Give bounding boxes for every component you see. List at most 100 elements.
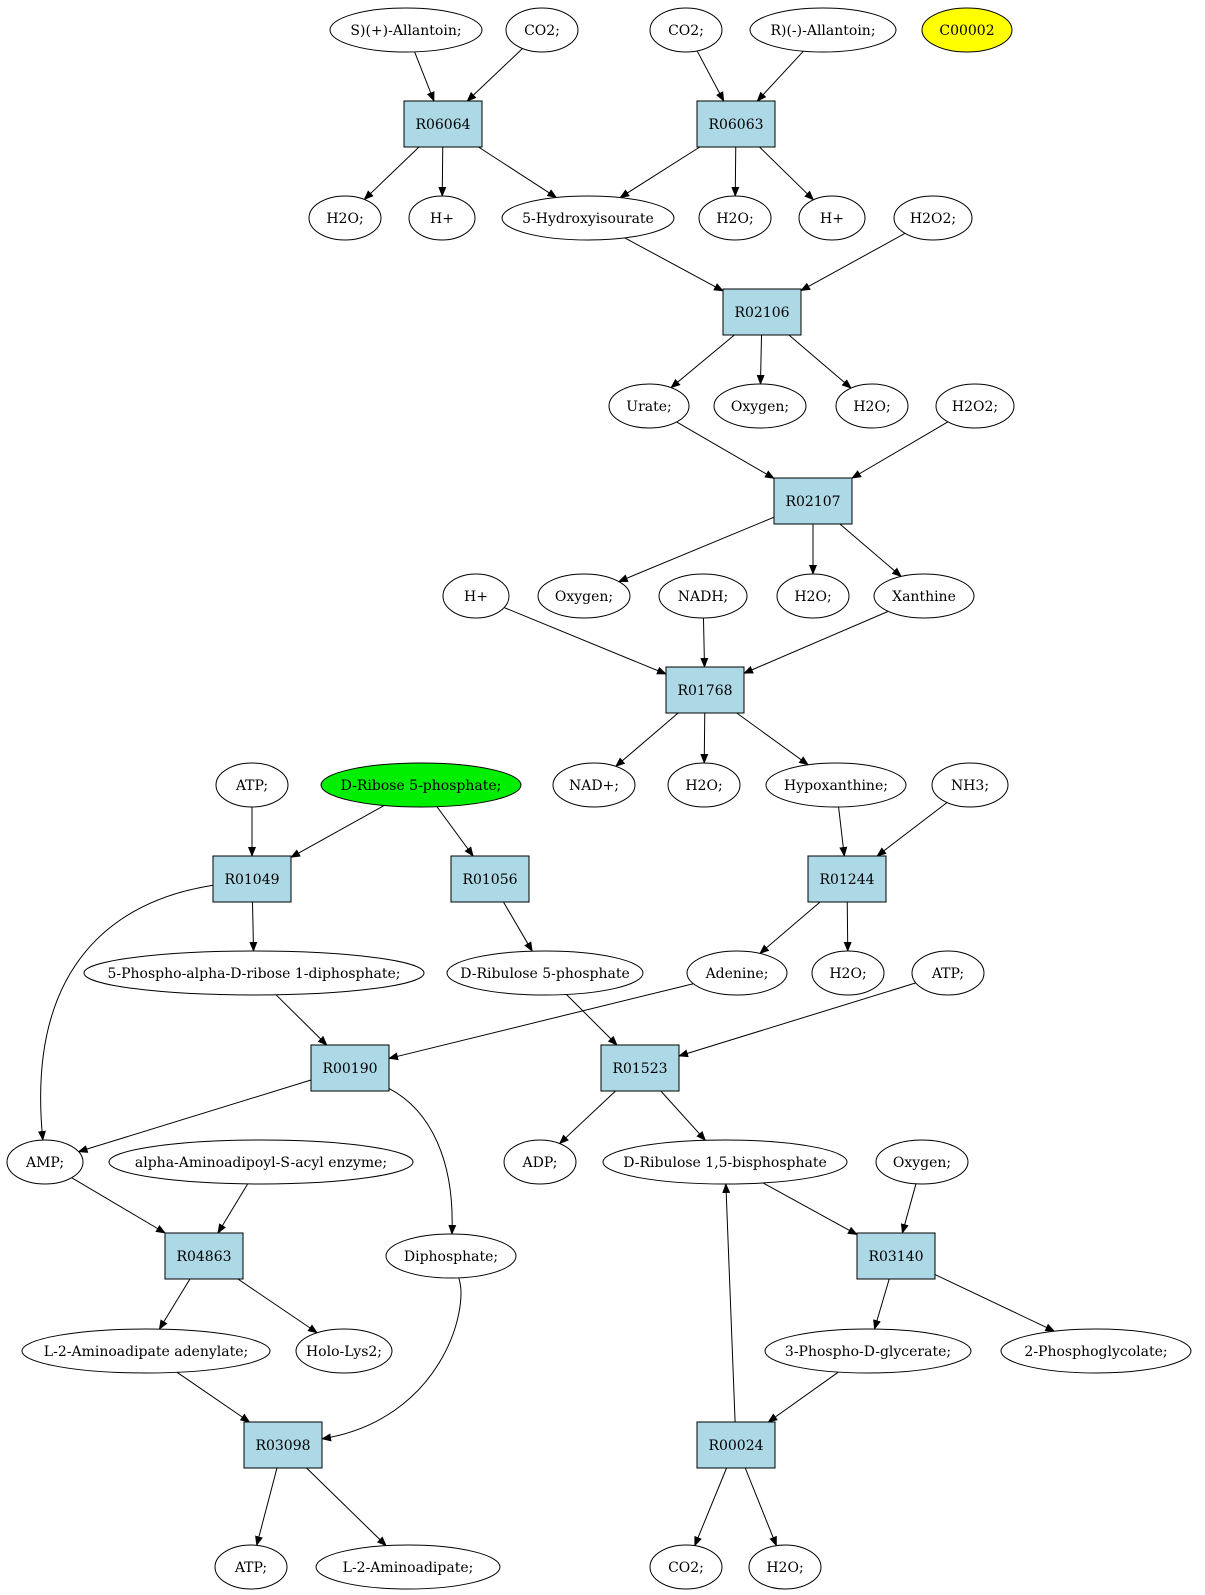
edge-arrow — [503, 901, 533, 953]
compound-label: D-Ribulose 5-phosphate — [460, 966, 630, 982]
edge-arrow — [759, 146, 815, 201]
compound-node-prpp[interactable]: 5-Phospho-alpha-D-ribose 1-diphosphate; — [83, 950, 425, 996]
compound-node-oxygen-b[interactable]: Oxygen; — [537, 573, 631, 619]
compound-node-hypoxanthine[interactable]: Hypoxanthine; — [765, 762, 907, 808]
reaction-label: R01523 — [612, 1061, 667, 1077]
compound-node-hydroxyisourate[interactable]: 5-Hydroxyisourate — [501, 195, 675, 241]
edge-r-r01244-to-c-h2o-f — [843, 901, 852, 952]
compound-node-2pglycolate[interactable]: 2-Phosphoglycolate; — [1000, 1328, 1192, 1374]
compound-node-co2-c[interactable]: CO2; — [649, 1544, 723, 1590]
edge-arrow — [466, 48, 523, 102]
compound-ellipse — [798, 195, 866, 241]
compound-node-adenine[interactable]: Adenine; — [686, 950, 788, 996]
reaction-node-r01056[interactable]: R01056 — [450, 855, 530, 903]
compound-node-c00002[interactable]: C00002 — [921, 7, 1013, 53]
compound-node-r-allantoin[interactable]: R)(-)-Allantoin; — [749, 7, 897, 53]
compound-ellipse — [649, 1544, 723, 1590]
compound-node-s-allantoin[interactable]: S)(+)-Allantoin; — [329, 7, 483, 53]
compound-ellipse — [765, 762, 907, 808]
compound-node-co2-b[interactable]: CO2; — [649, 7, 723, 53]
reaction-node-r01768[interactable]: R01768 — [665, 666, 745, 714]
compound-node-h2o-c[interactable]: H2O; — [835, 383, 909, 429]
compound-node-rubp[interactable]: D-Ribulose 1,5-bisphosphate — [602, 1139, 848, 1185]
reaction-node-r06064[interactable]: R06064 — [403, 100, 483, 148]
compound-node-ribulose5p[interactable]: D-Ribulose 5-phosphate — [446, 950, 644, 996]
compound-node-h2o-f[interactable]: H2O; — [811, 950, 885, 996]
compound-node-3pg[interactable]: 3-Phospho-D-glycerate; — [764, 1328, 972, 1374]
reaction-box — [403, 100, 483, 148]
compound-node-adp[interactable]: ADP; — [503, 1139, 577, 1185]
reaction-node-r00024[interactable]: R00024 — [696, 1421, 776, 1469]
reaction-node-r01523[interactable]: R01523 — [600, 1044, 680, 1092]
compound-ellipse — [308, 195, 382, 241]
compound-node-nh3[interactable]: NH3; — [931, 762, 1009, 808]
compound-node-atp-a[interactable]: ATP; — [215, 762, 289, 808]
compound-node-co2-a[interactable]: CO2; — [505, 7, 579, 53]
reaction-label: R01244 — [819, 872, 874, 888]
reaction-label: R00190 — [322, 1061, 377, 1077]
compound-node-xanthine[interactable]: Xanthine — [873, 573, 975, 619]
compound-ellipse — [214, 1544, 288, 1590]
compound-label: ATP; — [931, 966, 964, 982]
edge-r-r03098-to-c-aminoadipate — [306, 1467, 387, 1547]
edge-r-r03098-to-c-atp-c — [255, 1467, 278, 1547]
compound-ellipse — [667, 762, 741, 808]
compound-label: H2O; — [716, 211, 753, 227]
edge-r-r02106-to-c-oxygen-a — [756, 334, 765, 386]
compound-node-aminoadipoyl[interactable]: alpha-Aminoadipoyl-S-acyl enzyme; — [108, 1139, 414, 1185]
edge-r-r02106-to-c-h2o-c — [788, 334, 852, 389]
compound-node-nadplus[interactable]: NAD+; — [552, 762, 636, 808]
compound-node-h2o-a[interactable]: H2O; — [308, 195, 382, 241]
compound-node-atp-b[interactable]: ATP; — [911, 950, 985, 996]
reaction-node-r01049[interactable]: R01049 — [212, 855, 292, 903]
edge-arrow — [851, 421, 949, 479]
compound-node-h2o-d[interactable]: H2O; — [776, 573, 850, 619]
edge-r-r02107-to-c-xanthine — [839, 523, 902, 578]
reaction-node-r02107[interactable]: R02107 — [773, 477, 853, 525]
compound-node-hplus-a[interactable]: H+ — [408, 195, 476, 241]
compound-node-h2o-g[interactable]: H2O; — [748, 1544, 822, 1590]
reaction-node-r06063[interactable]: R06063 — [696, 100, 776, 148]
compound-ellipse — [501, 195, 675, 241]
edge-arrow — [756, 50, 804, 102]
reaction-node-r03140[interactable]: R03140 — [856, 1232, 936, 1280]
compound-node-atp-c[interactable]: ATP; — [214, 1544, 288, 1590]
compound-label: H+ — [464, 589, 488, 605]
reaction-node-r03098[interactable]: R03098 — [243, 1421, 323, 1469]
edge-arrow — [558, 1090, 616, 1145]
reaction-node-r00190[interactable]: R00190 — [310, 1044, 390, 1092]
reaction-node-r04863[interactable]: R04863 — [164, 1232, 244, 1280]
reaction-node-r01244[interactable]: R01244 — [807, 855, 887, 903]
compound-node-oxygen-c[interactable]: Oxygen; — [875, 1139, 969, 1185]
edge-r-r03140-to-c-3pg — [873, 1278, 890, 1330]
compound-node-h2o-b[interactable]: H2O; — [698, 195, 772, 241]
compound-node-diphosphate[interactable]: Diphosphate; — [385, 1233, 517, 1279]
compound-node-hplus-b[interactable]: H+ — [798, 195, 866, 241]
edge-r-r06064-to-c-hydroxyisourate — [478, 146, 558, 199]
reaction-label: R02106 — [734, 305, 789, 321]
compound-label: Urate; — [626, 399, 671, 415]
edge-arrow — [670, 334, 735, 389]
compound-label: D-Ribose 5-phosphate; — [341, 778, 502, 794]
compound-node-h2o2-b[interactable]: H2O2; — [935, 383, 1015, 429]
compound-label: CO2; — [668, 1560, 704, 1576]
compound-node-nadh[interactable]: NADH; — [658, 573, 748, 619]
compound-node-h2o-e[interactable]: H2O; — [667, 762, 741, 808]
compound-node-h2o2-a[interactable]: H2O2; — [893, 195, 973, 241]
edge-arrow — [503, 607, 667, 675]
compound-node-hplus-c[interactable]: H+ — [442, 573, 510, 619]
compound-ellipse — [295, 1328, 393, 1374]
edge-r-r00190-to-c-amp — [77, 1079, 312, 1153]
edge-arrow — [619, 146, 701, 199]
edge-c-ribose5p-to-r-r01049 — [290, 805, 385, 858]
compound-node-aminoadipate[interactable]: L-2-Aminoadipate; — [315, 1544, 501, 1590]
compound-node-aminoadipate-adenylate[interactable]: L-2-Aminoadipate adenylate; — [21, 1328, 271, 1374]
compound-node-oxygen-a[interactable]: Oxygen; — [713, 383, 807, 429]
compound-ellipse — [505, 7, 579, 53]
reaction-node-r02106[interactable]: R02106 — [722, 288, 802, 336]
compound-node-holo-lys2[interactable]: Holo-Lys2; — [295, 1328, 393, 1374]
compound-node-urate[interactable]: Urate; — [608, 383, 690, 429]
compound-node-ribose5p[interactable]: D-Ribose 5-phosphate; — [320, 762, 522, 808]
edge-r-r03140-to-c-2pglycolate — [934, 1274, 1056, 1332]
compound-node-amp[interactable]: AMP; — [6, 1139, 84, 1185]
